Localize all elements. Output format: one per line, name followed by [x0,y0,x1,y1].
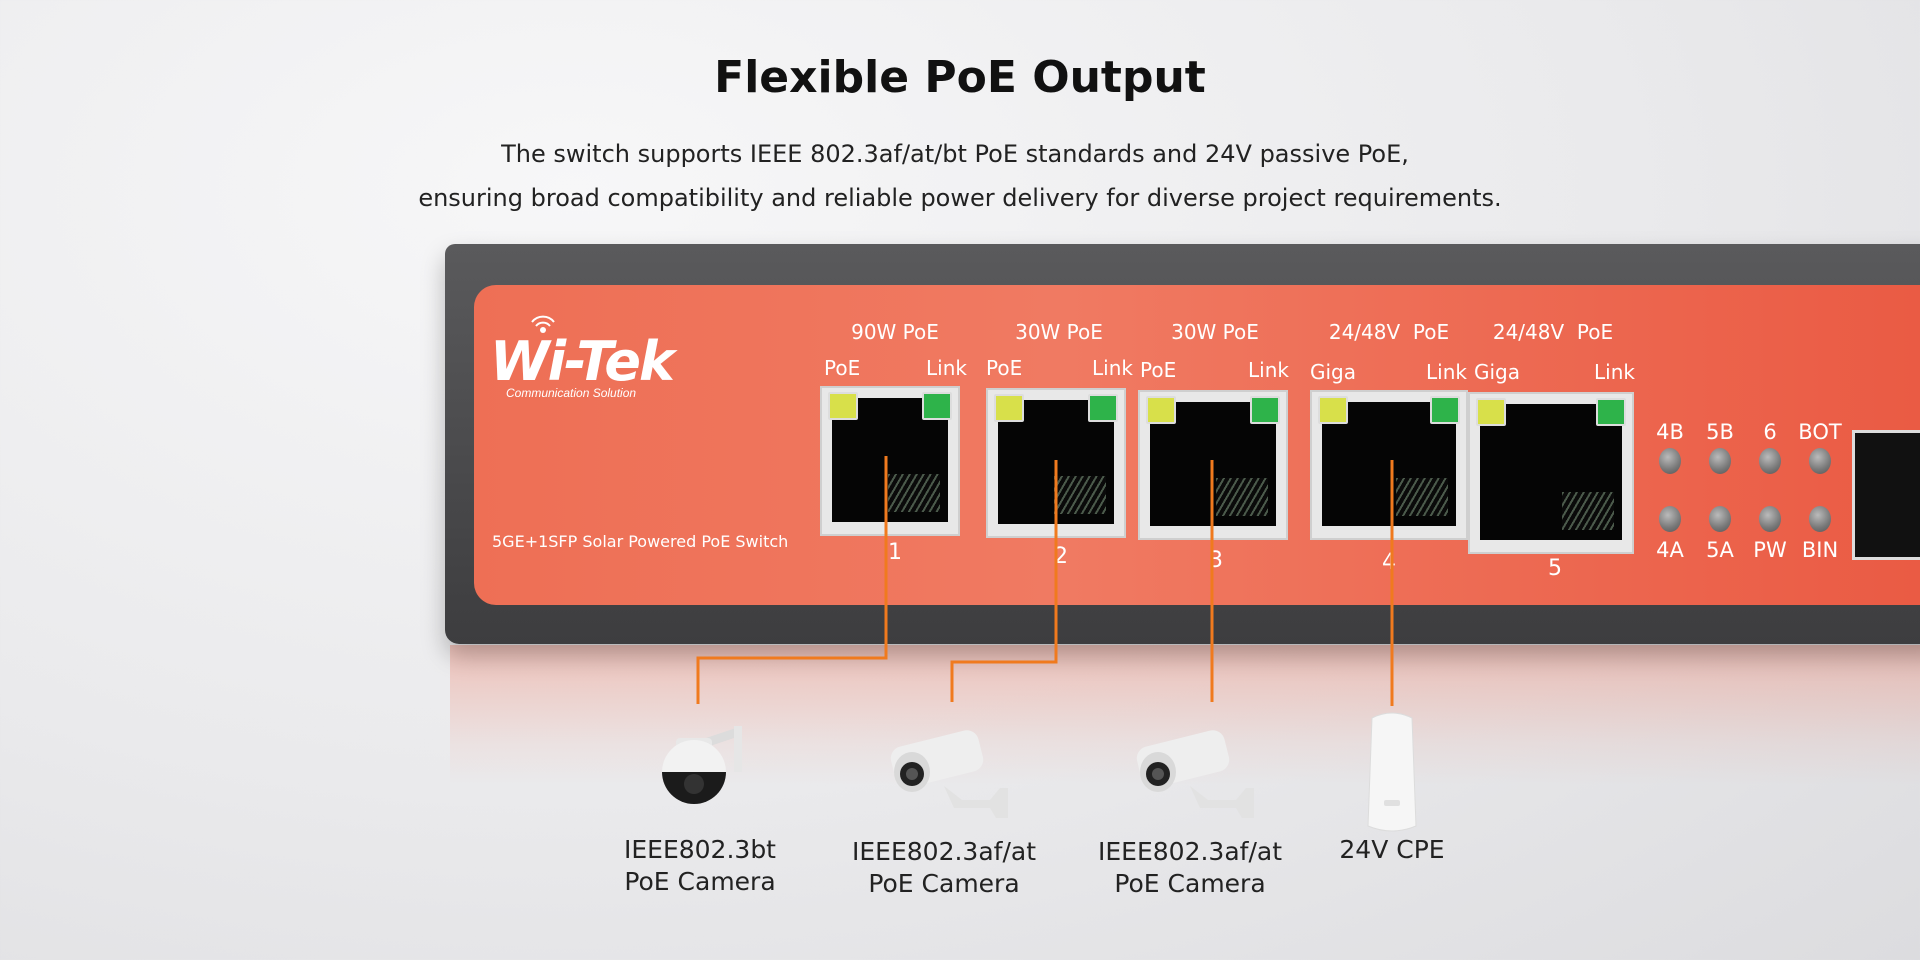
port-4-link-led [1430,396,1460,424]
headline: Flexible PoE Output [714,52,1206,103]
wire-port-2 [950,460,1058,702]
brand-logo: Wi-Tek [490,330,675,393]
logo-wave-icon [531,315,555,333]
port-2-title: 30W PoE [1015,320,1103,344]
indicator-led-bot [1809,448,1831,474]
indicator-led-4a [1659,506,1681,532]
subtitle-line-1: The switch supports IEEE 802.3af/at/bt P… [501,140,1409,168]
port-4-pins [1396,478,1448,516]
port-3-link-led [1250,396,1280,424]
port-1-poe-label: PoE [824,356,861,380]
port-1-link-led [922,392,952,420]
device-2-label: IEEE802.3af/at PoE Camera [824,836,1064,900]
device-1-type: PoE Camera [624,867,776,896]
dome-camera-icon [662,726,742,804]
device-3-standard: IEEE802.3af/at [1098,837,1282,866]
brand-tagline: Communication Solution [506,386,637,400]
device-3-label: IEEE802.3af/at PoE Camera [1070,836,1310,900]
port-4-poe-led [1318,396,1348,424]
indicator-label-4a: 4A [1656,538,1684,562]
port-2-poe-label: PoE [986,356,1023,380]
bullet-camera-icon [890,730,1008,818]
port-1-number: 1 [888,540,902,565]
indicator-label-pw: PW [1753,538,1787,562]
indicator-label-5b: 5B [1706,420,1734,444]
indicator-led-4b [1659,448,1681,474]
device-1-standard: IEEE802.3bt [623,835,776,864]
port-5-link-label: Link [1594,360,1635,384]
wire-port-1 [696,456,888,704]
port-3-pins [1216,478,1268,516]
port-1-poe-led [828,392,858,420]
indicator-label-6: 6 [1763,420,1777,444]
port-2-link-label: Link [1092,356,1133,380]
cpe-icon [1367,712,1417,832]
device-4-standard: 24V CPE [1339,835,1445,864]
indicator-label-4b: 4B [1656,420,1684,444]
port-3-title: 30W PoE [1171,320,1259,344]
bullet-camera-icon [1136,730,1254,818]
port-1-pins [888,474,940,512]
port-5-number: 5 [1548,556,1562,581]
indicator-led-pw [1759,506,1781,532]
port-3-poe-led [1146,396,1176,424]
indicator-led-6 [1759,448,1781,474]
port-2-poe-led [994,394,1024,422]
device-2-type: PoE Camera [868,869,1020,898]
port-4[interactable] [1310,390,1468,540]
port-5-pins [1562,492,1614,530]
device-1-label: IEEE802.3bt PoE Camera [580,834,820,898]
port-3-link-label: Link [1248,358,1289,382]
port-5-poe-led [1476,398,1506,426]
device-4-label: 24V CPE [1272,834,1512,866]
indicator-led-5b [1709,448,1731,474]
port-4-giga-label: Giga [1310,360,1357,384]
port-1-link-label: Link [926,356,967,380]
port-2-pins [1054,476,1106,514]
device-2-standard: IEEE802.3af/at [852,837,1036,866]
port-4-link-label: Link [1426,360,1467,384]
port-1[interactable] [820,386,960,536]
device-3-type: PoE Camera [1114,869,1266,898]
indicator-led-bin [1809,506,1831,532]
port-5-title: 24/48V PoE [1492,320,1614,344]
port-5[interactable] [1468,392,1634,554]
port-4-title: 24/48V PoE [1328,320,1450,344]
indicator-label-5a: 5A [1706,538,1734,562]
subtitle-line-2: ensuring broad compatibility and reliabl… [418,184,1502,212]
sfp-port[interactable] [1852,430,1920,560]
port-1-title: 90W PoE [851,320,939,344]
port-2-link-led [1088,394,1118,422]
indicator-led-5a [1709,506,1731,532]
indicator-label-bot: BOT [1798,420,1842,444]
port-5-giga-label: Giga [1474,360,1521,384]
port-3-poe-label: PoE [1140,358,1177,382]
port-5-link-led [1596,398,1626,426]
model-label: 5GE+1SFP Solar Powered PoE Switch [492,532,789,551]
indicator-label-bin: BIN [1801,538,1839,562]
